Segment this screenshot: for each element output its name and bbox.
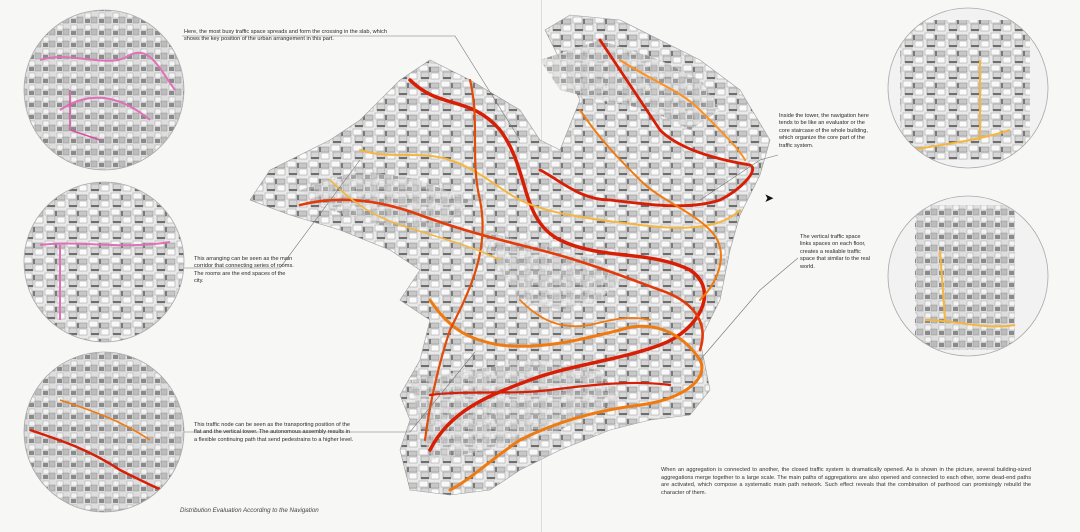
detail-circle-top-left	[23, 9, 185, 171]
aggregation-mass	[249, 14, 771, 496]
annotation-mid-left: This arranging can be seen as the main c…	[194, 256, 294, 285]
figure-caption: Distribution Evaluation According to the…	[180, 507, 319, 514]
annotation-bottom-left: This traffic node can be seen as the tra…	[194, 422, 354, 443]
detail-circle-mid-left	[23, 181, 185, 343]
body-paragraph: When an aggregation is connected to anot…	[661, 467, 1031, 496]
annotation-mid-right: The vertical traffic space links spaces …	[800, 234, 870, 270]
detail-circle-mid-right	[887, 195, 1049, 357]
annotation-top-right: Inside the tower, the navigation here te…	[779, 113, 869, 149]
detail-circle-top-right	[887, 7, 1049, 169]
detail-circle-bottom-left	[23, 351, 185, 513]
annotation-top-left: Here, the most busy traffic space spread…	[184, 29, 387, 43]
cursor-arrow-icon: ➤	[764, 191, 775, 205]
leader-lines	[182, 35, 799, 433]
